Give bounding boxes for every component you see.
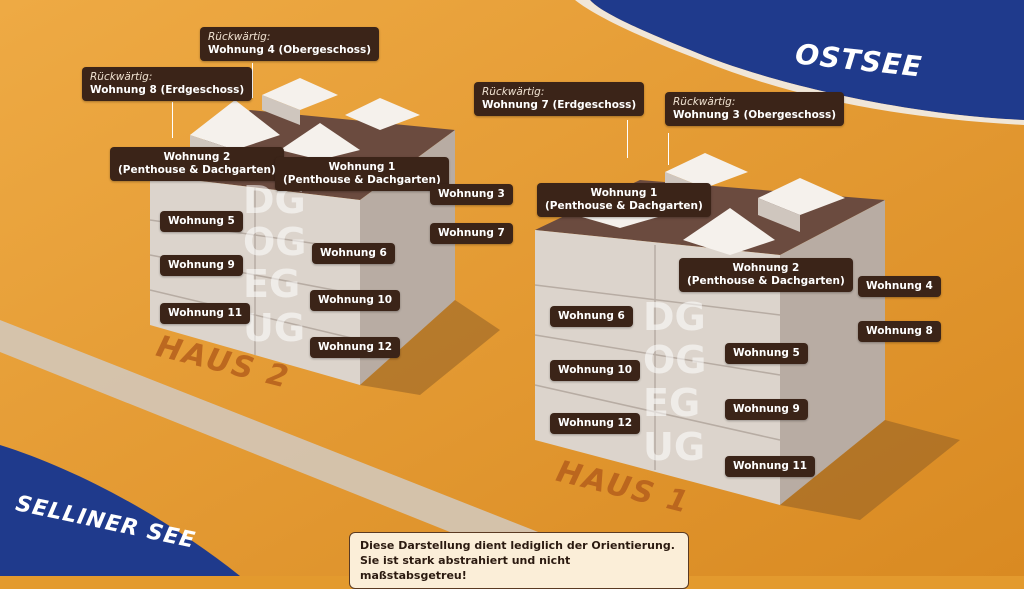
label-haus2-wohnung-10: Wohnung 10 [310, 290, 401, 311]
label-haus2-wohnung-8-rear: Rückwärtig:Wohnung 8 (Erdgeschoss) [82, 67, 253, 101]
label-haus2-wohnung-5: Wohnung 5 [160, 211, 243, 232]
floor-dg-haus1: DG [643, 295, 706, 339]
pointer-line [627, 120, 628, 158]
ostsee-water [590, 0, 1024, 120]
label-haus1-wohnung-10: Wohnung 10 [550, 360, 641, 381]
pointer-line [172, 102, 173, 138]
label-haus1-wohnung-8: Wohnung 8 [858, 321, 941, 342]
label-haus2-wohnung-12: Wohnung 12 [310, 337, 401, 358]
label-haus1-wohnung-3-rear: Rückwärtig:Wohnung 3 (Obergeschoss) [665, 92, 845, 126]
floor-eg-haus2: EG [243, 262, 301, 306]
label-haus2-wohnung-7: Wohnung 7 [430, 223, 513, 244]
disclaimer-line-2: Sie ist stark abstrahiert und nicht maßs… [360, 554, 571, 582]
road [0, 320, 650, 576]
floor-og-haus1: OG [643, 338, 707, 382]
label-haus2-wohnung-4-rear: Rückwärtig:Wohnung 4 (Obergeschoss) [200, 27, 380, 61]
label-haus2-wohnung-2: Wohnung 2(Penthouse & Dachgarten) [110, 147, 284, 181]
label-haus2-wohnung-6: Wohnung 6 [312, 243, 395, 264]
label-haus1-wohnung-4: Wohnung 4 [858, 276, 941, 297]
disclaimer-note: Diese Darstellung dient lediglich der Or… [349, 532, 689, 589]
label-haus1-wohnung-9: Wohnung 9 [725, 399, 808, 420]
label-haus2-wohnung-9: Wohnung 9 [160, 255, 243, 276]
label-haus1-wohnung-5: Wohnung 5 [725, 343, 808, 364]
disclaimer-line-1: Diese Darstellung dient lediglich der Or… [360, 539, 675, 552]
label-haus1-wohnung-1: Wohnung 1(Penthouse & Dachgarten) [537, 183, 711, 217]
label-haus1-wohnung-11: Wohnung 11 [725, 456, 816, 477]
label-haus1-wohnung-12: Wohnung 12 [550, 413, 641, 434]
label-haus1-wohnung-7-rear: Rückwärtig:Wohnung 7 (Erdgeschoss) [474, 82, 645, 116]
label-haus2-wohnung-11: Wohnung 11 [160, 303, 251, 324]
pointer-line [252, 63, 253, 98]
pointer-line [668, 133, 669, 165]
label-haus2-wohnung-3: Wohnung 3 [430, 184, 513, 205]
selliner-see-water [0, 445, 240, 576]
haus-1-building [534, 153, 960, 520]
floor-ug-haus1: UG [643, 425, 706, 469]
floor-eg-haus1: EG [643, 381, 701, 425]
label-haus2-wohnung-1: Wohnung 1(Penthouse & Dachgarten) [275, 157, 449, 191]
label-haus1-wohnung-6: Wohnung 6 [550, 306, 633, 327]
label-haus1-wohnung-2: Wohnung 2(Penthouse & Dachgarten) [679, 258, 853, 292]
floor-ug-haus2: UG [243, 306, 306, 350]
floor-og-haus2: OG [243, 220, 307, 264]
